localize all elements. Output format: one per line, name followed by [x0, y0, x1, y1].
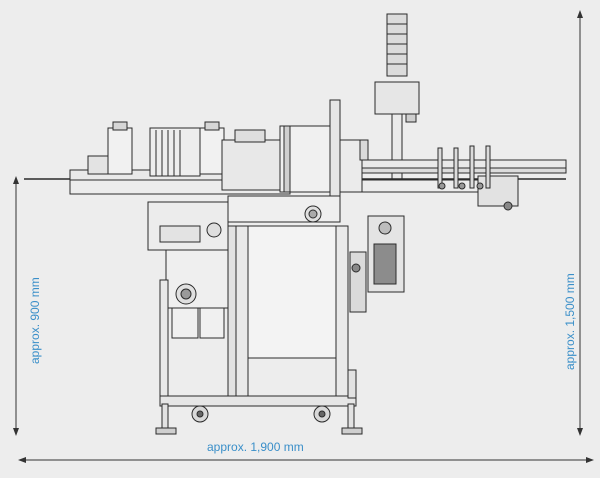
- left-column: [159, 249, 229, 401]
- casters: [155, 403, 363, 435]
- signal-tower: [374, 13, 420, 185]
- total-height-label: approx. 1,500 mm: [563, 273, 577, 370]
- bottles: [87, 121, 225, 175]
- labeling-head: [149, 125, 331, 193]
- base-frame: [159, 225, 357, 407]
- guide-posts: [437, 145, 491, 190]
- control-box: [349, 215, 405, 313]
- width-dimension-label: approx. 1,900 mm: [207, 440, 304, 454]
- conveyor-height-label: approx. 900 mm: [28, 277, 42, 364]
